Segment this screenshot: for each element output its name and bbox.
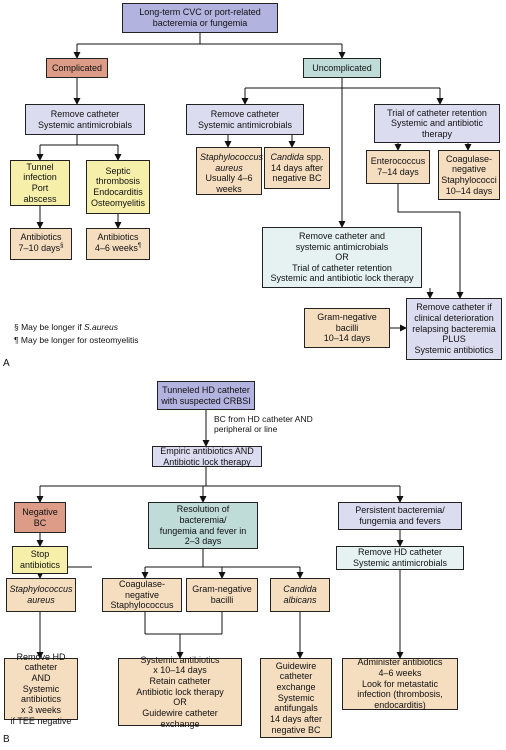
footnote-pilcrow-mark: ¶: [137, 242, 142, 249]
remove-hd-catheter-node: Remove HD catheter Systemic antimicrobia…: [336, 546, 464, 570]
antibiotics-7-10-days: Antibiotics 7–10 days§: [10, 228, 72, 260]
persistent-treatment-node: Administer antibiotics 4–6 weeks Look fo…: [342, 657, 458, 710]
resolution-node: Resolution of bacteremia/ fungemia and f…: [148, 502, 258, 549]
panel-a-label: A: [3, 358, 10, 369]
hd-candida-node: Candida albicans: [270, 578, 330, 612]
stop-antibiotics-node: Stop antibiotics: [12, 546, 68, 574]
gram-negative-node: Gram-negative bacilli 10–14 days: [304, 308, 390, 348]
uncomplicated-node: Uncomplicated: [303, 58, 381, 78]
remove-if-deterioration-node: Remove catheter if clinical deterioratio…: [406, 298, 502, 360]
hd-staph-aureus-node: Staphylococcus aureus: [6, 578, 76, 612]
negative-bc-node: Negative BC: [14, 502, 66, 533]
candida-name: Candida: [270, 152, 304, 162]
hd-coag-neg-node: Coagulase- negative Staphylococcus: [102, 578, 182, 612]
antibiotics-7-10-text: Antibiotics 7–10 days: [18, 232, 62, 253]
candida-node: Candida spp. 14 days after negative BC: [264, 147, 330, 189]
tunnel-infection-node: Tunnel infection Port abscess: [10, 160, 70, 206]
enterococcus-node: Enterococcus 7–14 days: [366, 150, 430, 184]
trial-catheter-retention: Trial of catheter retention Systemic and…: [374, 104, 500, 143]
footnote-osteomyelitis: ¶ May be longer for osteomyelitis: [14, 335, 139, 345]
footnote-1-organism: S.aureus: [83, 322, 118, 332]
tunneled-hd-catheter-root: Tunneled HD catheter with suspected CRBS…: [157, 381, 255, 410]
antibiotics-4-6-weeks: Antibiotics 4–6 weeks¶: [86, 228, 150, 260]
root-cvc-bacteremia: Long-term CVC or port-related bacteremia…: [122, 3, 278, 33]
antibiotics-4-6-text: Antibiotics 4–6 weeks: [94, 232, 139, 253]
persistent-bacteremia-node: Persistent bacteremia/ fungemia and feve…: [338, 502, 462, 530]
septic-thrombosis-node: Septic thrombosis Endocarditis Osteomyel…: [86, 160, 150, 214]
remove-catheter-uncomplicated: Remove catheter Systemic antimicrobials: [186, 104, 304, 135]
coag-neg-staph-node: Coagulase- negative Staphylococci 10–14 …: [438, 150, 500, 200]
complicated-node: Complicated: [46, 58, 108, 78]
hd-gram-neg-node: Gram-negative bacilli: [186, 578, 258, 612]
footnote-section-mark: §: [60, 242, 64, 249]
staph-aureus-duration: Usually 4–6 weeks: [205, 173, 253, 194]
staph-treatment-node: Remove HD catheter AND Systemic antibiot…: [4, 652, 78, 726]
remove-or-trial-node: Remove catheter and systemic antimicrobi…: [262, 227, 422, 288]
footnote-1-text: § May be longer if: [14, 322, 84, 332]
candida-treatment-node: Guidewire catheter exchange Systemic ant…: [260, 658, 332, 738]
panel-b-label: B: [3, 734, 10, 745]
coag-gram-treatment-node: Systemic antibiotics x 10–14 days Retain…: [118, 655, 242, 729]
candida-duration: spp. 14 days after negative BC: [270, 152, 324, 184]
empiric-antibiotics-node: Empiric antibiotics AND Antibiotic lock …: [152, 446, 262, 467]
footnote-s-aureus: § May be longer if S.aureus: [14, 322, 118, 332]
bc-collection-label: BC from HD catheter AND peripheral or li…: [214, 414, 313, 435]
remove-catheter-complicated: Remove catheter Systemic antimicrobials: [25, 104, 145, 135]
staph-aureus-name: Staphylococcus aureus: [200, 152, 264, 173]
